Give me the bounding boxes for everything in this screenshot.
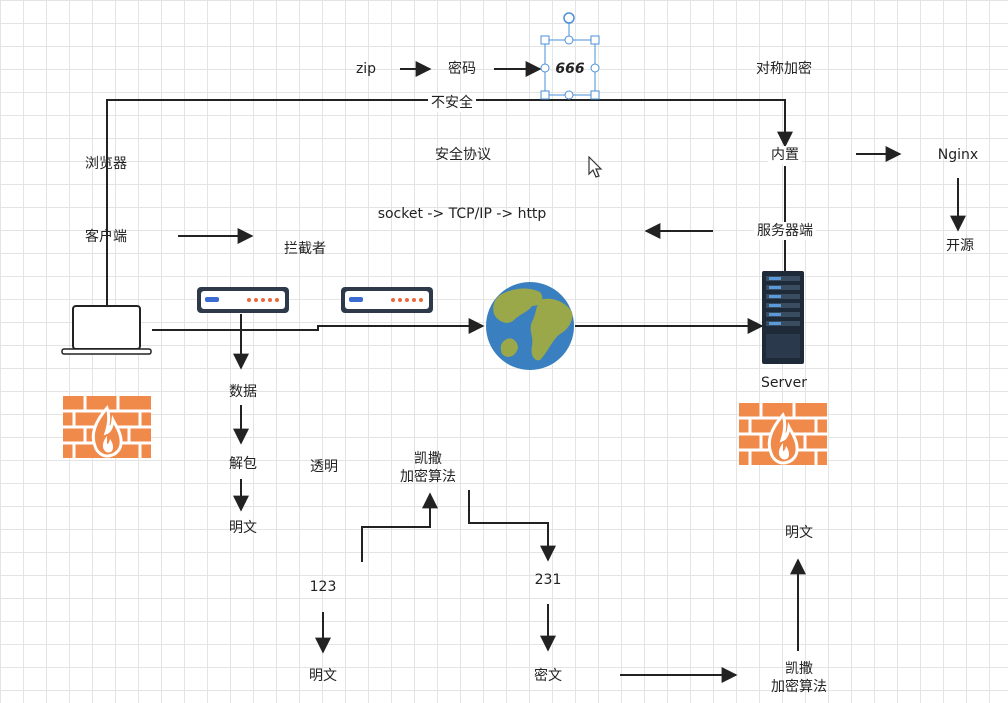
client-label: 客户端 bbox=[85, 229, 127, 245]
line-caesar-to-231 bbox=[468, 490, 556, 562]
server-side-label: 服务器端 bbox=[754, 222, 816, 240]
resize-handle-top bbox=[564, 35, 574, 45]
number-231-label: 231 bbox=[534, 572, 562, 588]
resize-handle-tr bbox=[590, 35, 600, 45]
transparent-label: 透明 bbox=[310, 459, 338, 475]
firewall-icon bbox=[61, 394, 153, 460]
insecure-label: 不安全 bbox=[428, 94, 476, 112]
plaintext-bottom-label: 明文 bbox=[309, 668, 337, 684]
ciphertext-label: 密文 bbox=[534, 668, 562, 684]
router-icon bbox=[341, 287, 433, 313]
open-source-label: 开源 bbox=[946, 238, 974, 254]
nginx-label: Nginx bbox=[937, 147, 979, 163]
password-label: 密码 bbox=[448, 61, 476, 77]
line-123-to-caesar bbox=[361, 492, 438, 562]
data-label: 数据 bbox=[229, 384, 257, 400]
zip-label: zip bbox=[355, 61, 377, 77]
resize-handle-br bbox=[590, 90, 600, 100]
plaintext-right-label: 明文 bbox=[785, 525, 813, 541]
server-rack-icon bbox=[762, 271, 804, 364]
built-in-label: 内置 bbox=[768, 146, 802, 164]
number-123-label: 123 bbox=[309, 579, 337, 595]
protocol-stack-label: socket -> TCP/IP -> http bbox=[377, 206, 547, 222]
mouse-cursor-icon bbox=[588, 156, 603, 178]
server-label: Server bbox=[761, 375, 807, 391]
resize-handle-left bbox=[540, 63, 550, 73]
plaintext-left-label: 明文 bbox=[229, 520, 257, 536]
unpack-label: 解包 bbox=[229, 456, 257, 472]
caesar-cipher-bottom-label: 凯撒 加密算法 bbox=[771, 661, 827, 695]
security-protocol-label: 安全协议 bbox=[435, 147, 491, 163]
resize-handle-bottom bbox=[564, 90, 574, 100]
interceptor-label: 拦截者 bbox=[284, 241, 326, 257]
laptop-icon bbox=[61, 305, 152, 355]
browser-label: 浏览器 bbox=[85, 156, 127, 172]
rotate-handle bbox=[563, 12, 575, 24]
symmetric-encryption-label: 对称加密 bbox=[756, 61, 812, 77]
globe-icon bbox=[486, 282, 574, 370]
firewall-icon bbox=[737, 401, 829, 467]
value-666-label[interactable]: 666 bbox=[555, 61, 585, 77]
line-laptop-to-globe bbox=[152, 318, 485, 334]
router-icon bbox=[197, 287, 289, 313]
caesar-cipher-top-label: 凯撒 加密算法 bbox=[400, 451, 456, 485]
selected-textbox[interactable] bbox=[540, 12, 600, 100]
line-browser-insecure bbox=[106, 99, 793, 354]
resize-handle-right bbox=[590, 63, 600, 73]
resize-handle-tl bbox=[540, 35, 550, 45]
resize-handle-bl bbox=[540, 90, 550, 100]
